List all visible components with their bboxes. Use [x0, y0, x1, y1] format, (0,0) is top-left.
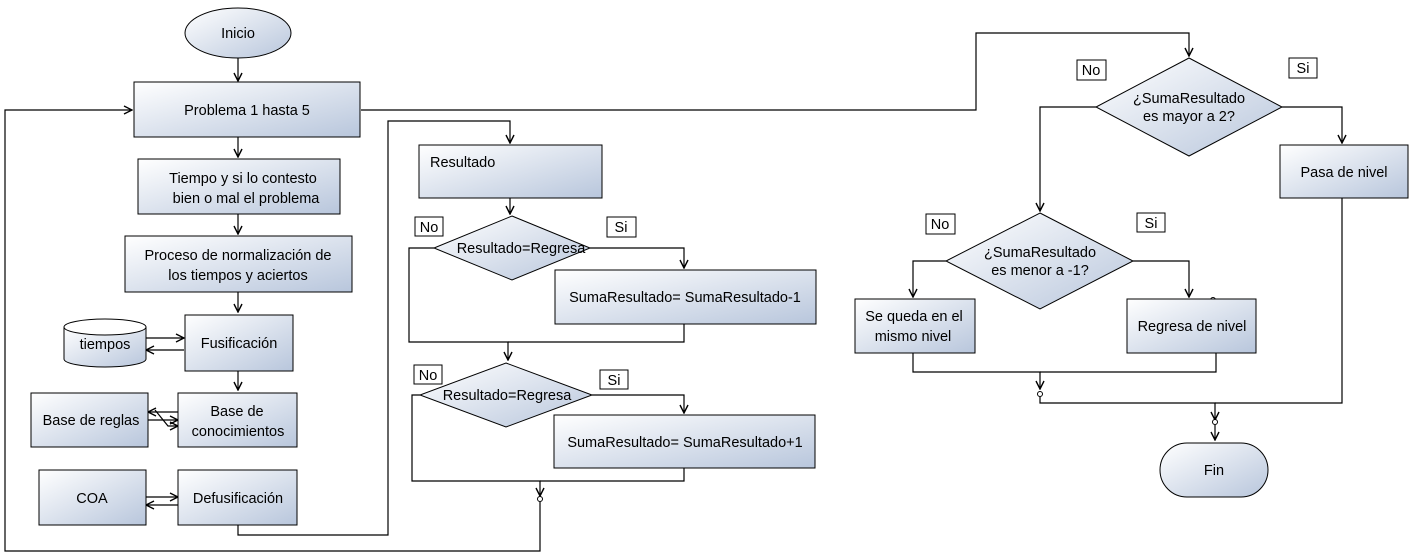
- badge-si: Si: [1136, 212, 1166, 233]
- node-normalizacion: Proceso de normalización de los tiempos …: [124, 235, 353, 293]
- base-reglas-label: Base de reglas: [43, 413, 140, 429]
- edge-decision1-si: [590, 247, 684, 268]
- pasa-label: Pasa de nivel: [1300, 165, 1387, 181]
- junction-dot: [537, 496, 543, 502]
- tiempo-label-line2: bien o mal el problema: [173, 191, 321, 207]
- badge-no-label: No: [1082, 63, 1101, 79]
- badge-si: Si: [606, 216, 637, 238]
- edge-decision1-no: [408, 247, 508, 360]
- node-base-conocimientos: Base de conocimientos: [177, 392, 298, 448]
- edge-regresa-join: [1040, 353, 1217, 373]
- node-fusificacion: Fusificación: [184, 314, 294, 372]
- resultado-label: Resultado: [430, 155, 495, 171]
- edge-decision2-no: [411, 394, 540, 496]
- edge-menor-si: [1133, 260, 1189, 297]
- menor-label-line2: es menor a -1?: [991, 263, 1089, 279]
- badge-no: No: [925, 213, 956, 235]
- node-tiempos-database: tiempos: [63, 318, 147, 368]
- node-resultado: Resultado: [418, 144, 603, 199]
- node-fin: Fin: [1159, 442, 1269, 498]
- edge-defus-resultado: [237, 120, 510, 536]
- regresa-label: Regresa de nivel: [1138, 319, 1247, 335]
- node-decision-1: Resultado=Regresa: [432, 215, 592, 281]
- tiempo-label-line1: Tiempo y si lo contesto: [169, 171, 317, 187]
- defusificacion-label: Defusificación: [193, 491, 283, 507]
- edges: [4, 32, 1343, 552]
- resta-label: SumaResultado= SumaResultado-1: [569, 290, 801, 306]
- edge-suma-join: [540, 468, 685, 482]
- junction-dot: [1037, 391, 1043, 397]
- menor-label-line1: ¿SumaResultado: [984, 245, 1096, 261]
- node-decision-2: Resultado=Regresa: [418, 362, 594, 428]
- mismo-label-line2: mismo nivel: [875, 329, 952, 345]
- normalizacion-label-line1: Proceso de normalización de: [145, 248, 332, 264]
- badge-si-label: Si: [1145, 216, 1158, 232]
- node-tiempo: Tiempo y si lo contesto bien o mal el pr…: [137, 158, 341, 215]
- junction-dot: [1212, 419, 1218, 425]
- edge-pasa-fin: [1215, 198, 1343, 404]
- decision-2-label: Resultado=Regresa: [443, 388, 573, 404]
- node-mismo: Se queda en el mismo nivel: [854, 298, 976, 354]
- edge-problema-mayor: [361, 32, 1189, 111]
- badges: No Si No Si No Si No Si: [413, 57, 1318, 390]
- node-problema: Problema 1 hasta 5: [133, 81, 361, 138]
- decision-1-label: Resultado=Regresa: [457, 241, 587, 257]
- node-coa: COA: [38, 469, 147, 526]
- node-menor: ¿SumaResultado es menor a -1?: [944, 212, 1135, 310]
- edge-resta-join: [508, 324, 685, 343]
- fin-label: Fin: [1204, 463, 1224, 479]
- tiempos-label: tiempos: [80, 337, 131, 353]
- node-inicio: Inicio: [184, 7, 292, 59]
- node-defusificacion: Defusificación: [177, 469, 298, 526]
- node-base-reglas: Base de reglas: [30, 392, 149, 448]
- coa-label: COA: [76, 491, 108, 507]
- edge-reglas-base-lower: [154, 409, 178, 426]
- node-pasa: Pasa de nivel: [1279, 144, 1409, 199]
- mismo-label-line1: Se queda en el: [865, 309, 963, 325]
- badge-no-label: No: [931, 217, 950, 233]
- badge-si: Si: [599, 369, 629, 390]
- edge-decision2-si: [592, 394, 684, 413]
- node-mayor: ¿SumaResultado es mayor a 2?: [1094, 57, 1284, 157]
- badge-no-label: No: [419, 368, 438, 384]
- base-conocimientos-line2: conocimientos: [192, 424, 285, 440]
- fusificacion-label: Fusificación: [201, 336, 278, 352]
- badge-si: Si: [1288, 57, 1318, 79]
- edge-loop-back: [4, 110, 541, 552]
- mayor-label-line1: ¿SumaResultado: [1133, 91, 1245, 107]
- edge-mismo-join: [912, 353, 1040, 389]
- badge-no-label: No: [420, 220, 439, 236]
- edge-mayor-si: [1282, 106, 1342, 143]
- node-resta: SumaResultado= SumaResultado-1: [554, 269, 817, 325]
- badge-no: No: [1076, 59, 1107, 81]
- node-suma: SumaResultado= SumaResultado+1: [553, 414, 816, 469]
- problema-label: Problema 1 hasta 5: [184, 103, 310, 119]
- mayor-label-line2: es mayor a 2?: [1143, 109, 1235, 125]
- edge-menor-no: [913, 260, 946, 297]
- base-conocimientos-line1: Base de: [210, 404, 263, 420]
- edge-mayor-no: [1040, 106, 1096, 211]
- badge-si-label: Si: [1297, 61, 1310, 77]
- badge-si-label: Si: [608, 373, 621, 389]
- badge-no: No: [413, 364, 443, 385]
- normalizacion-label-line2: los tiempos y aciertos: [168, 268, 307, 284]
- inicio-label: Inicio: [221, 26, 255, 42]
- badge-no: No: [414, 216, 444, 237]
- node-regresa: Regresa de nivel: [1126, 298, 1257, 354]
- suma-label: SumaResultado= SumaResultado+1: [567, 435, 802, 451]
- badge-si-label: Si: [615, 220, 628, 236]
- edge-join-fin: [1039, 397, 1215, 420]
